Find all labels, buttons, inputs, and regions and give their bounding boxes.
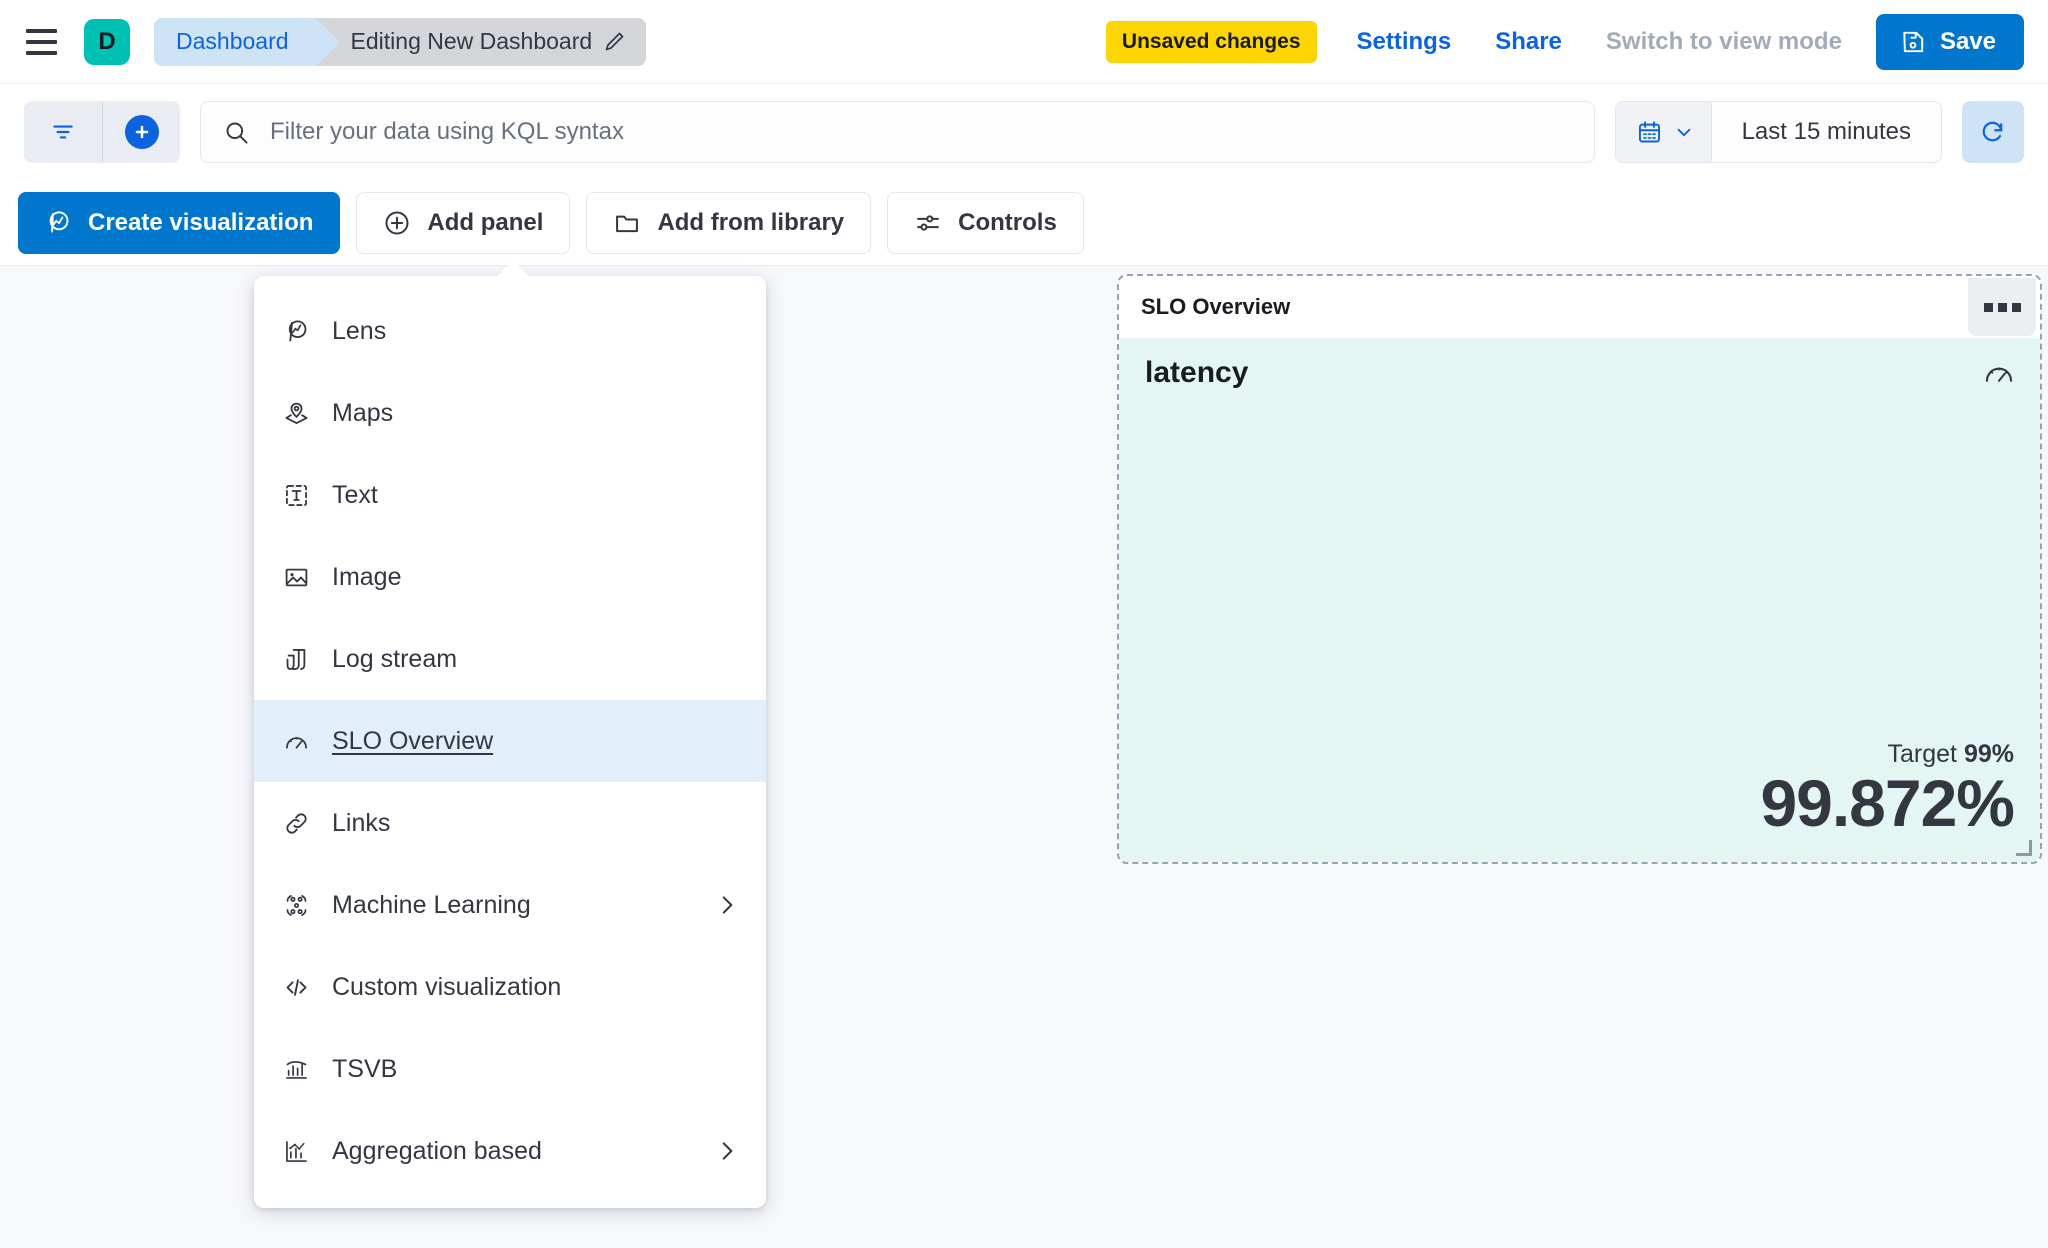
menu-item-log-stream[interactable]: Log stream: [254, 618, 766, 700]
menu-item-label: TSVB: [332, 1054, 398, 1083]
switch-to-view-mode-link[interactable]: Switch to view mode: [1605, 27, 1842, 55]
link-icon: [282, 809, 310, 837]
breadcrumb-label: Editing New Dashboard: [350, 28, 593, 54]
refresh-button[interactable]: [1962, 101, 2024, 163]
header-actions: Unsaved changes Settings Share Switch to…: [1105, 13, 2024, 70]
refresh-icon: [1979, 118, 2007, 146]
share-link[interactable]: Share: [1495, 27, 1562, 55]
dashboard-canvas: Lens Maps Text: [0, 261, 2048, 1248]
panel-context-menu-icon[interactable]: [1968, 278, 2036, 336]
calendar-icon: [1636, 119, 1663, 146]
image-icon: [282, 563, 310, 591]
save-disk-icon: [1900, 29, 1926, 55]
menu-item-machine-learning[interactable]: Machine Learning: [254, 864, 766, 946]
menu-item-label: Aggregation based: [332, 1136, 542, 1165]
slo-current-value: 99.872%: [1760, 765, 2015, 840]
controls-sliders-icon: [914, 209, 942, 237]
hamburger-menu-icon[interactable]: [26, 25, 60, 59]
gauge-icon: [1982, 356, 2016, 395]
create-visualization-label: Create visualization: [88, 208, 314, 236]
add-panel-label: Add panel: [427, 208, 544, 236]
log-stream-icon: [282, 645, 310, 673]
breadcrumb: Dashboard Editing New Dashboard: [154, 17, 647, 66]
slo-target-value: 99%: [1963, 739, 2014, 768]
menu-item-image[interactable]: Image: [254, 536, 766, 618]
plus-circle-icon: [383, 209, 411, 237]
save-button-label: Save: [1939, 27, 1996, 55]
menu-item-label: Maps: [332, 398, 394, 427]
menu-item-label: Text: [332, 480, 378, 509]
lens-icon: [282, 317, 310, 345]
menu-item-label: SLO Overview: [332, 726, 494, 755]
search-input-placeholder: Filter your data using KQL syntax: [270, 118, 624, 145]
add-panel-menu: Lens Maps Text: [254, 261, 766, 1208]
menu-item-aggregation-based[interactable]: Aggregation based: [254, 1110, 766, 1192]
menu-item-slo-overview[interactable]: SLO Overview: [254, 700, 766, 782]
menu-item-custom-visualization[interactable]: Custom visualization: [254, 946, 766, 1028]
gauge-icon: [282, 727, 310, 755]
panel-title: SLO Overview: [1141, 294, 1291, 319]
add-from-library-button[interactable]: Add from library: [586, 191, 872, 254]
slo-name: latency: [1145, 356, 1249, 389]
dashboard-toolbar: Create visualization Add panel Add from …: [0, 180, 2048, 266]
breadcrumb-label: Dashboard: [176, 28, 289, 54]
chevron-right-icon: [714, 1138, 740, 1164]
panel-body: latency Target 99% 99.872%: [1119, 338, 2040, 862]
add-filter-button[interactable]: [102, 101, 180, 163]
create-visualization-button[interactable]: Create visualization: [18, 191, 341, 254]
pencil-icon[interactable]: [602, 30, 626, 54]
lens-icon: [45, 209, 72, 236]
slo-target-label: Target: [1887, 739, 1957, 768]
save-button[interactable]: Save: [1875, 13, 2024, 70]
panel-header: SLO Overview: [1119, 276, 2040, 338]
add-from-library-label: Add from library: [657, 208, 845, 236]
avatar[interactable]: D: [84, 18, 130, 65]
query-bar: Filter your data using KQL syntax Last 1…: [0, 84, 2048, 180]
chevron-right-icon: [714, 892, 740, 918]
folder-icon: [613, 209, 641, 237]
menu-item-label: Machine Learning: [332, 890, 531, 919]
code-icon: [282, 973, 310, 1001]
menu-item-label: Custom visualization: [332, 972, 562, 1001]
time-range-display[interactable]: Last 15 minutes: [1741, 118, 1911, 145]
add-panel-button[interactable]: Add panel: [356, 191, 571, 254]
controls-button[interactable]: Controls: [887, 191, 1084, 254]
settings-link[interactable]: Settings: [1356, 27, 1452, 55]
status-badge-unsaved-changes[interactable]: Unsaved changes: [1105, 20, 1317, 63]
map-pin-layers-icon: [282, 399, 310, 427]
menu-item-tsvb[interactable]: TSVB: [254, 1028, 766, 1110]
text-box-icon: [282, 481, 310, 509]
search-input[interactable]: Filter your data using KQL syntax: [200, 101, 1595, 163]
controls-label: Controls: [958, 208, 1057, 236]
menu-item-label: Image: [332, 562, 402, 591]
menu-item-label: Log stream: [332, 644, 458, 673]
menu-item-label: Links: [332, 808, 391, 837]
slo-target: Target 99%: [1145, 740, 2014, 769]
chevron-down-icon: [1673, 121, 1695, 143]
aggregation-chart-icon: [282, 1137, 310, 1165]
filter-icon: [50, 119, 76, 145]
filter-button-group: [24, 101, 180, 163]
machine-learning-icon: [282, 891, 310, 919]
date-quick-select-button[interactable]: [1615, 102, 1712, 162]
menu-item-label: Lens: [332, 316, 387, 345]
slo-overview-panel[interactable]: SLO Overview latency Target 99% 99.872%: [1117, 274, 2042, 864]
popover-arrow: [496, 261, 530, 277]
plus-circle-icon: [124, 115, 159, 149]
panel-resize-handle[interactable]: [2016, 840, 2032, 856]
tsvb-chart-icon: [282, 1055, 310, 1083]
breadcrumb-item-dashboard[interactable]: Dashboard: [154, 17, 339, 66]
date-picker: Last 15 minutes: [1614, 101, 1942, 163]
search-icon: [223, 119, 250, 146]
app-header: D Dashboard Editing New Dashboard Unsave…: [0, 0, 2048, 84]
menu-item-text[interactable]: Text: [254, 454, 766, 536]
filter-options-button[interactable]: [24, 101, 102, 163]
slo-stats: Target 99% 99.872%: [1145, 740, 2015, 840]
menu-item-maps[interactable]: Maps: [254, 372, 766, 454]
menu-item-lens[interactable]: Lens: [254, 290, 766, 372]
menu-item-links[interactable]: Links: [254, 782, 766, 864]
breadcrumb-item-editing[interactable]: Editing New Dashboard: [316, 17, 647, 66]
